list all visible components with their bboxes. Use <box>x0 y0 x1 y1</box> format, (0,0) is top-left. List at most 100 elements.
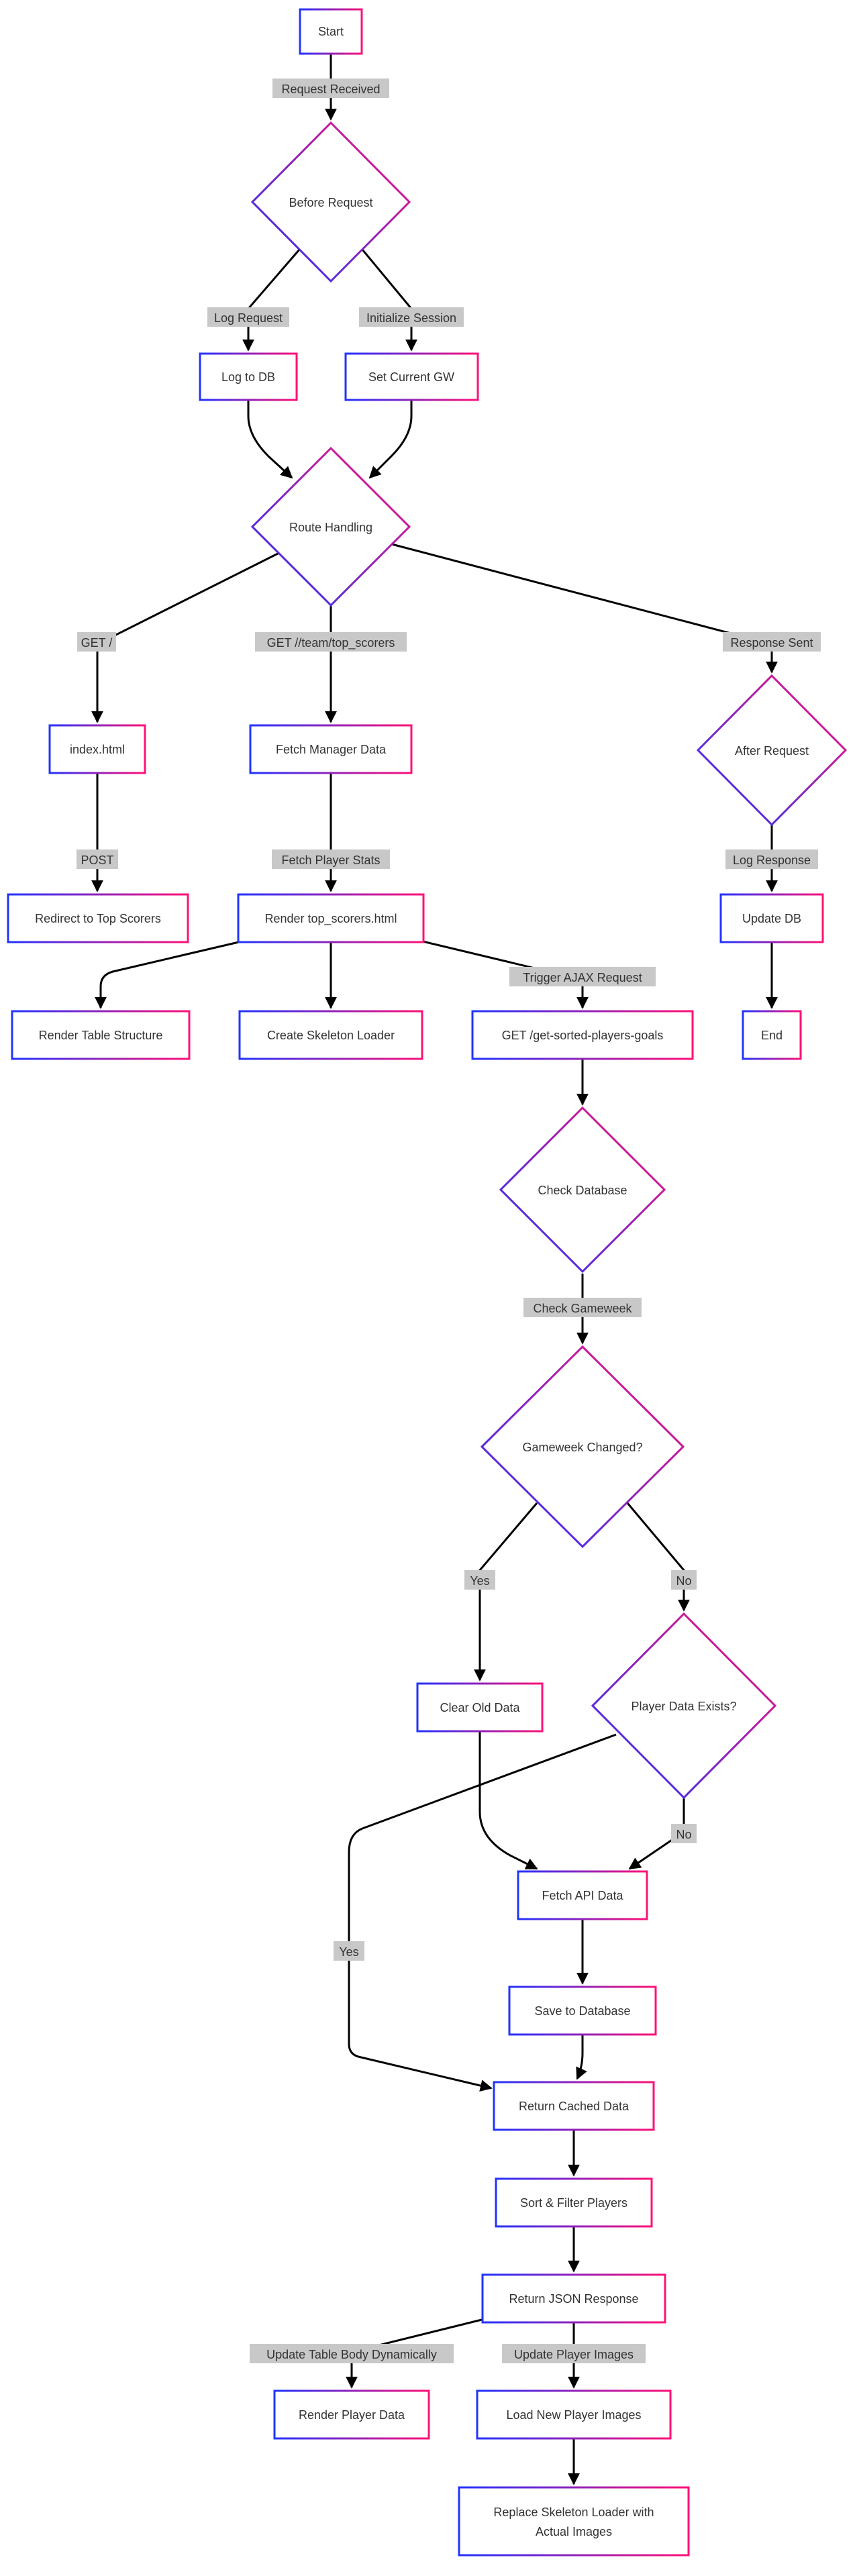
node-before-request: Before Request <box>250 121 411 283</box>
svg-text:Set Current GW: Set Current GW <box>368 370 454 384</box>
svg-text:POST: POST <box>81 854 113 867</box>
svg-text:Gameweek Changed?: Gameweek Changed? <box>522 1441 642 1454</box>
edge-render-table <box>95 940 242 1009</box>
svg-text:Before Request: Before Request <box>289 196 372 209</box>
svg-text:No: No <box>676 1828 691 1841</box>
node-route-handling: Route Handling <box>250 446 411 607</box>
svg-text:Player Data Exists?: Player Data Exists? <box>631 1700 736 1713</box>
label-request-received: Request Received <box>272 79 389 98</box>
svg-text:index.html: index.html <box>70 743 125 756</box>
svg-text:Update Table Body Dynamically: Update Table Body Dynamically <box>266 2348 437 2361</box>
edge-labels: Request Received Log Request Initialize … <box>77 79 821 2363</box>
label-update-player-images: Update Player Images <box>502 2344 646 2363</box>
svg-text:Update DB: Update DB <box>742 912 801 925</box>
node-save-to-database: Save to Database <box>508 1986 657 2036</box>
node-set-current-gw: Set Current GW <box>344 352 479 401</box>
label-no-gameweek: No <box>671 1570 697 1590</box>
edge-clear-fetchapi <box>478 1731 538 1870</box>
node-clear-old-data: Clear Old Data <box>416 1682 544 1733</box>
svg-text:Fetch API Data: Fetch API Data <box>542 1889 623 1902</box>
svg-text:End: End <box>761 1029 783 1042</box>
svg-text:Log Response: Log Response <box>733 854 811 867</box>
node-fetch-manager-data: Fetch Manager Data <box>249 724 413 774</box>
svg-text:Actual Images: Actual Images <box>536 2525 612 2538</box>
svg-text:Create Skeleton Loader: Create Skeleton Loader <box>267 1029 395 1042</box>
node-after-request: After Request <box>696 674 848 827</box>
svg-text:Trigger AJAX Request: Trigger AJAX Request <box>523 971 642 984</box>
svg-text:Yes: Yes <box>339 1945 358 1959</box>
edge-route-after <box>389 542 778 674</box>
node-replace-skeleton-loader: Replace Skeleton Loader with Actual Imag… <box>458 2486 690 2557</box>
label-yes-gameweek: Yes <box>464 1570 495 1590</box>
svg-text:Log to DB: Log to DB <box>221 370 275 384</box>
edge-save-cached <box>576 2034 587 2080</box>
svg-text:GET /get-sorted-players-goals: GET /get-sorted-players-goals <box>502 1029 664 1042</box>
label-log-request: Log Request <box>207 307 289 327</box>
svg-text:Load New Player Images: Load New Player Images <box>506 2408 641 2422</box>
edges <box>91 54 778 2485</box>
label-check-gameweek: Check Gameweek <box>523 1298 642 1317</box>
svg-text:Request Received: Request Received <box>281 83 380 96</box>
label-get-root: GET / <box>77 632 116 652</box>
node-sort-filter-players: Sort & Filter Players <box>495 2177 653 2228</box>
svg-text:Start: Start <box>318 25 344 38</box>
edge-route-index <box>91 550 283 723</box>
node-return-cached-data: Return Cached Data <box>493 2081 655 2131</box>
node-update-db: Update DB <box>719 893 824 943</box>
label-initialize-session: Initialize Session <box>359 307 464 327</box>
svg-text:Render Table Structure: Render Table Structure <box>39 1029 163 1042</box>
node-redirect-top-scorers: Redirect to Top Scorers <box>7 893 189 943</box>
label-update-table-body: Update Table Body Dynamically <box>250 2344 454 2363</box>
node-return-json-response: Return JSON Response <box>481 2273 666 2324</box>
label-no-player: No <box>671 1824 697 1843</box>
node-gameweek-changed: Gameweek Changed? <box>480 1345 685 1549</box>
svg-text:GET /: GET / <box>81 636 113 650</box>
svg-text:Render Player Data: Render Player Data <box>299 2408 405 2422</box>
nodes: Start Before Request Log to DB Set Curre… <box>7 8 848 2557</box>
node-log-to-db: Log to DB <box>199 352 298 401</box>
edge-before-set <box>361 249 417 352</box>
node-player-data-exists: Player Data Exists? <box>591 1612 777 1800</box>
svg-text:Update Player Images: Update Player Images <box>514 2348 634 2361</box>
node-end: End <box>742 1010 802 1060</box>
svg-text:GET //team/top_scorers: GET //team/top_scorers <box>267 636 395 650</box>
edge-log-route <box>247 400 293 479</box>
edge-before-log <box>242 249 301 352</box>
svg-text:Initialize Session: Initialize Session <box>366 311 456 325</box>
svg-text:Yes: Yes <box>470 1574 489 1588</box>
svg-text:No: No <box>676 1574 691 1588</box>
edge-gw-clear <box>474 1502 538 1682</box>
svg-text:Return JSON Response: Return JSON Response <box>509 2292 638 2306</box>
svg-text:Clear Old Data: Clear Old Data <box>440 1701 520 1714</box>
svg-text:Redirect to Top Scorers: Redirect to Top Scorers <box>35 912 161 925</box>
svg-text:Check Database: Check Database <box>538 1184 627 1197</box>
node-index-html: index.html <box>48 724 146 774</box>
node-fetch-api-data: Fetch API Data <box>517 1870 648 1920</box>
label-trigger-ajax: Trigger AJAX Request <box>509 967 656 986</box>
node-load-new-player-images: Load New Player Images <box>476 2389 672 2440</box>
node-render-table-structure: Render Table Structure <box>11 1010 191 1060</box>
label-post: POST <box>77 849 118 869</box>
node-create-skeleton-loader: Create Skeleton Loader <box>238 1010 423 1060</box>
svg-text:Replace Skeleton Loader with: Replace Skeleton Loader with <box>493 2506 654 2519</box>
svg-text:Return Cached Data: Return Cached Data <box>519 2100 629 2113</box>
edge-set-route <box>368 400 413 479</box>
node-render-top-scorers: Render top_scorers.html <box>237 893 425 943</box>
svg-text:Route Handling: Route Handling <box>289 521 372 534</box>
svg-text:Render top_scorers.html: Render top_scorers.html <box>264 912 397 926</box>
svg-text:Response Sent: Response Sent <box>730 636 813 650</box>
svg-text:Sort & Filter Players: Sort & Filter Players <box>520 2196 627 2210</box>
svg-text:Save to Database: Save to Database <box>534 2004 630 2018</box>
label-yes-player: Yes <box>334 1941 364 1961</box>
svg-text:Fetch Manager Data: Fetch Manager Data <box>276 743 387 756</box>
node-render-player-data: Render Player Data <box>273 2389 430 2440</box>
svg-text:Check Gameweek: Check Gameweek <box>533 1302 632 1315</box>
svg-text:After Request: After Request <box>735 744 809 758</box>
label-log-response: Log Response <box>725 849 818 869</box>
node-get-sorted-players: GET /get-sorted-players-goals <box>471 1010 694 1060</box>
node-check-database: Check Database <box>499 1106 666 1274</box>
label-get-team-top-scorers: GET //team/top_scorers <box>255 632 407 652</box>
edge-gw-player <box>626 1502 690 1612</box>
label-response-sent: Response Sent <box>723 632 821 652</box>
